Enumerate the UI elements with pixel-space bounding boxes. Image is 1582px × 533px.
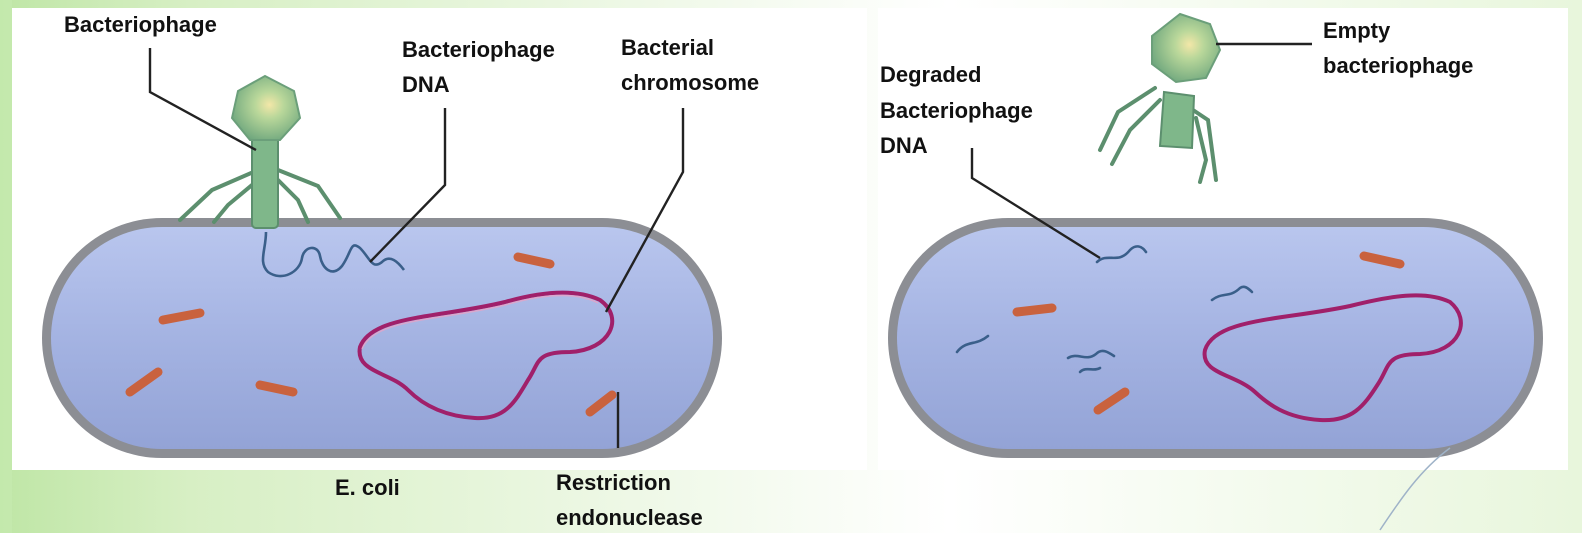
label-restriction-endonuclease-line2: endonuclease xyxy=(556,505,703,530)
label-ecoli: E. coli xyxy=(335,475,400,500)
label-bacterial-chromosome-line2: chromosome xyxy=(621,70,759,95)
ecoli-cell-left xyxy=(42,218,722,458)
label-degraded-dna-line3: DNA xyxy=(880,133,928,158)
label-bacteriophage-dna-line1: Bacteriophage xyxy=(402,37,555,62)
label-degraded-dna-line2: Bacteriophage xyxy=(880,98,1033,123)
label-empty-bacteriophage-line2: bacteriophage xyxy=(1323,53,1473,78)
label-degraded-dna-line1: Degraded xyxy=(880,62,981,87)
label-bacteriophage-dna-line2: DNA xyxy=(402,72,450,97)
label-empty-bacteriophage-line1: Empty xyxy=(1323,18,1391,43)
label-restriction-endonuclease-line1: Restriction xyxy=(556,470,671,495)
label-bacterial-chromosome-line1: Bacterial xyxy=(621,35,714,60)
left-panel-edge xyxy=(0,0,12,533)
label-bacteriophage: Bacteriophage xyxy=(64,12,217,37)
